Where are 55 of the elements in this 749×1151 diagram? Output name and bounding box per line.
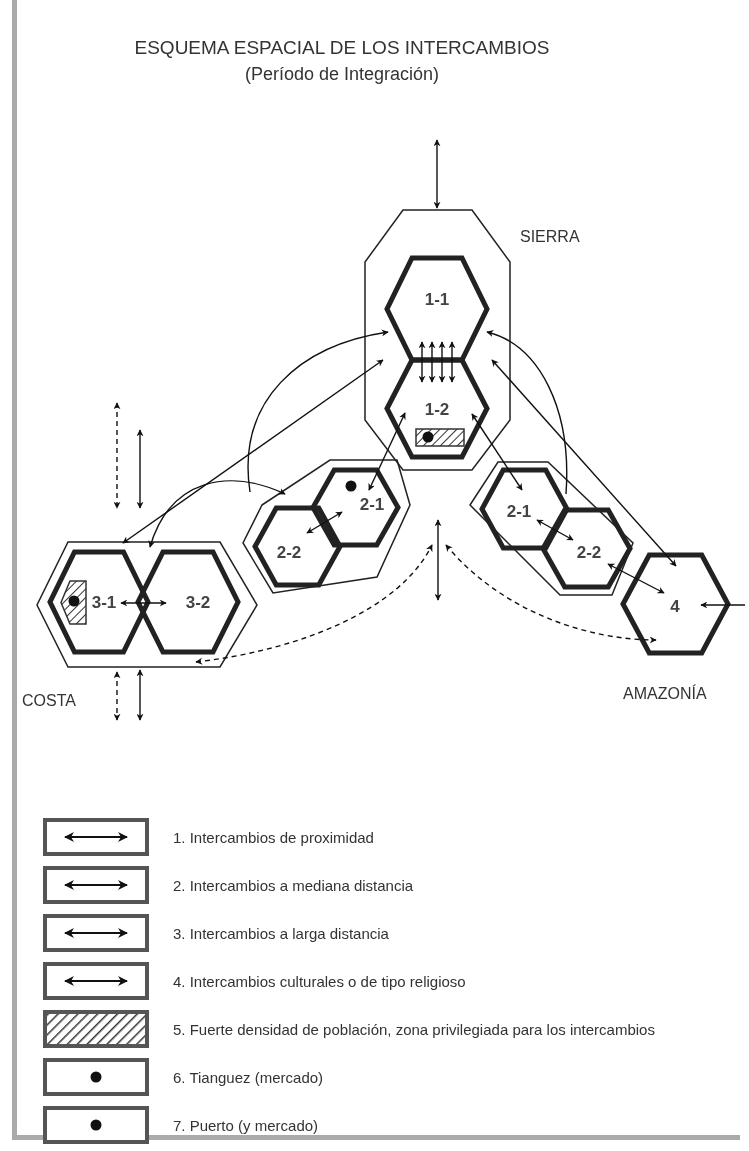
legend-text: 7. Puerto (y mercado) (173, 1116, 319, 1134)
arrow (536, 519, 574, 541)
arrow (445, 544, 657, 644)
arrow (418, 341, 426, 383)
arrow (306, 511, 343, 534)
hexagon-zone (50, 552, 148, 652)
zone-label: 1-2 (424, 400, 450, 420)
region-outline (470, 462, 633, 595)
zone-label: 2-2 (276, 543, 302, 563)
region-outline (37, 542, 257, 667)
hexagon-zone (482, 470, 567, 548)
arrow (120, 599, 167, 607)
subtitle: (Período de Integración) (244, 64, 440, 85)
zone-label: 2-1 (359, 495, 385, 515)
region-name: COSTA (22, 692, 76, 710)
legend-text: 5. Fuerte densidad de población, zona privilegiada para los intercambios (173, 1020, 655, 1038)
arrow (247, 329, 389, 493)
zone-label: 1-1 (424, 290, 450, 310)
arrow (368, 412, 406, 491)
region-name: AMAZONÍA (623, 685, 707, 703)
arrow (700, 601, 746, 609)
zone-label: 2-2 (576, 543, 602, 563)
legend-text: 1. Intercambios de proximidad (173, 828, 374, 846)
arrow (136, 669, 144, 721)
hexagon-zone (255, 508, 340, 585)
arrow (471, 413, 523, 491)
region-outline (243, 460, 410, 593)
zone-label: 4 (670, 597, 680, 617)
arrow (438, 341, 446, 383)
hexagon-zone (387, 258, 487, 360)
hexagon-zone (387, 360, 487, 457)
zone-label: 3-1 (91, 593, 117, 613)
arrow (448, 341, 456, 383)
hexagon-zone (543, 510, 630, 587)
arrow (148, 480, 286, 548)
arrow (491, 359, 677, 567)
legend-text: 2. Intercambios a mediana distancia (173, 876, 414, 894)
arrow (113, 671, 121, 721)
arrow (607, 563, 665, 594)
hexagon-zone (138, 552, 238, 652)
arrow (428, 341, 436, 383)
region-outline (365, 210, 510, 470)
region-name: SIERRA (520, 228, 580, 246)
arrow (433, 139, 441, 209)
arrow (195, 544, 433, 665)
diagram-title: ESQUEMA ESPACIAL DE LOS INTERCAMBIOS (134, 37, 550, 59)
legend-text: 3. Intercambios a larga distancia (173, 924, 389, 942)
legend-text: 4. Intercambios culturales o de tipo religioso (173, 972, 466, 990)
arrow (122, 359, 384, 544)
legend-text: 6. Tianguez (mercado) (173, 1068, 324, 1086)
arrow (486, 330, 568, 495)
zone-label: 2-1 (506, 502, 532, 522)
hexagon-zone (313, 470, 398, 545)
zone-label: 3-2 (185, 593, 211, 613)
hexagon-zone (623, 555, 728, 653)
